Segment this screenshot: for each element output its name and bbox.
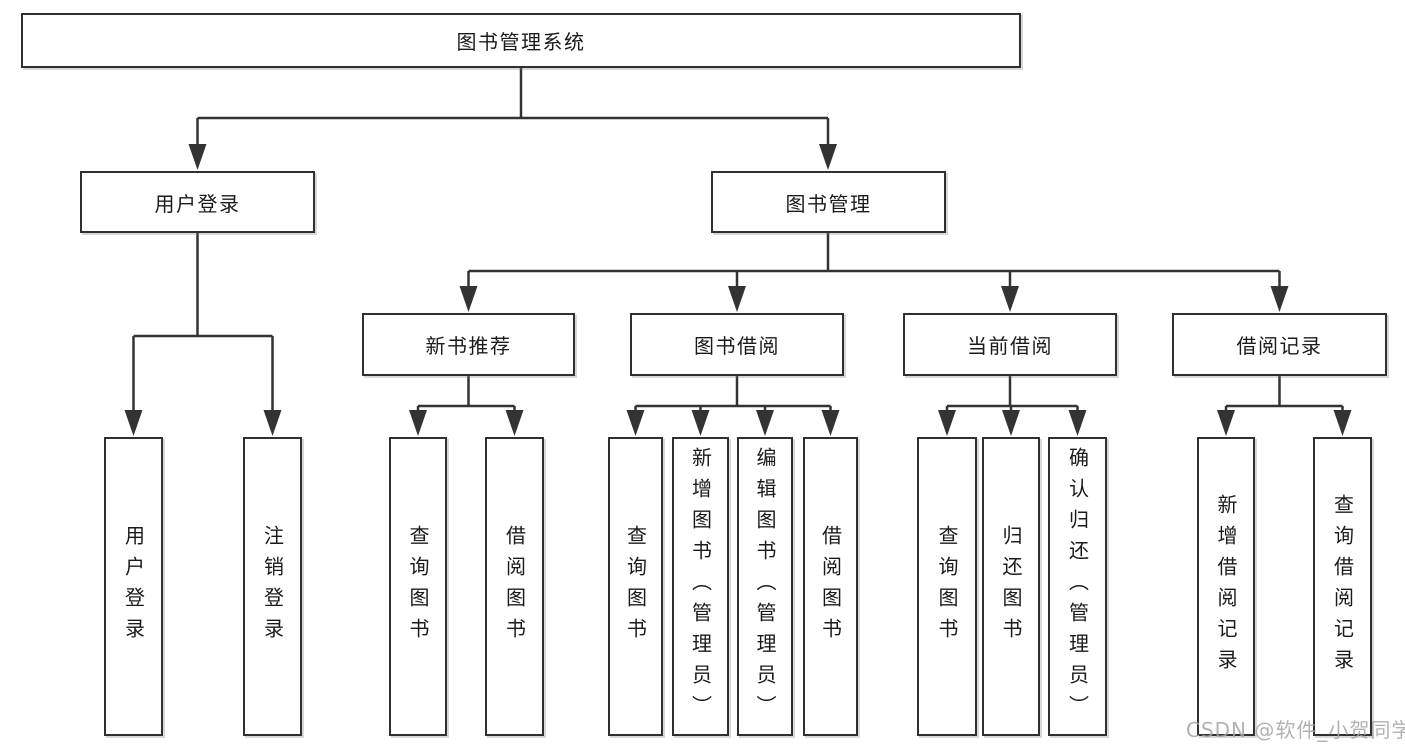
leaf-borrow-borrow-books: 借阅图书 — [803, 437, 858, 736]
leaf-current-query-books: 查询图书 — [917, 437, 977, 736]
leaf-recommend-borrow-books: 借阅图书 — [485, 437, 544, 736]
node-user-login: 用户登录 — [80, 171, 315, 233]
node-new-book-recommend: 新书推荐 — [362, 313, 575, 376]
node-borrow-records: 借阅记录 — [1172, 313, 1387, 376]
node-book-management: 图书管理 — [711, 171, 946, 233]
csdn-watermark: CSDN @软件_小贺同学 — [1186, 718, 1405, 742]
leaf-logout: 注销登录 — [243, 437, 302, 736]
node-book-borrow: 图书借阅 — [630, 313, 844, 376]
leaf-records-add-record: 新增借阅记录 — [1197, 437, 1255, 736]
leaf-borrow-query-books: 查询图书 — [608, 437, 663, 736]
leaf-user-login: 用户登录 — [104, 437, 163, 736]
leaf-borrow-add-books-admin: 新增图书（管理员） — [672, 437, 729, 736]
leaf-borrow-edit-books-admin: 编辑图书（管理员） — [737, 437, 793, 736]
leaf-recommend-query-books: 查询图书 — [389, 437, 447, 736]
node-current-borrow: 当前借阅 — [903, 313, 1117, 376]
leaf-current-confirm-return-admin: 确认归还（管理员） — [1048, 437, 1107, 736]
leaf-records-query-record: 查询借阅记录 — [1313, 437, 1372, 736]
node-root-library-system: 图书管理系统 — [21, 13, 1021, 68]
leaf-current-return-books: 归还图书 — [982, 437, 1040, 736]
